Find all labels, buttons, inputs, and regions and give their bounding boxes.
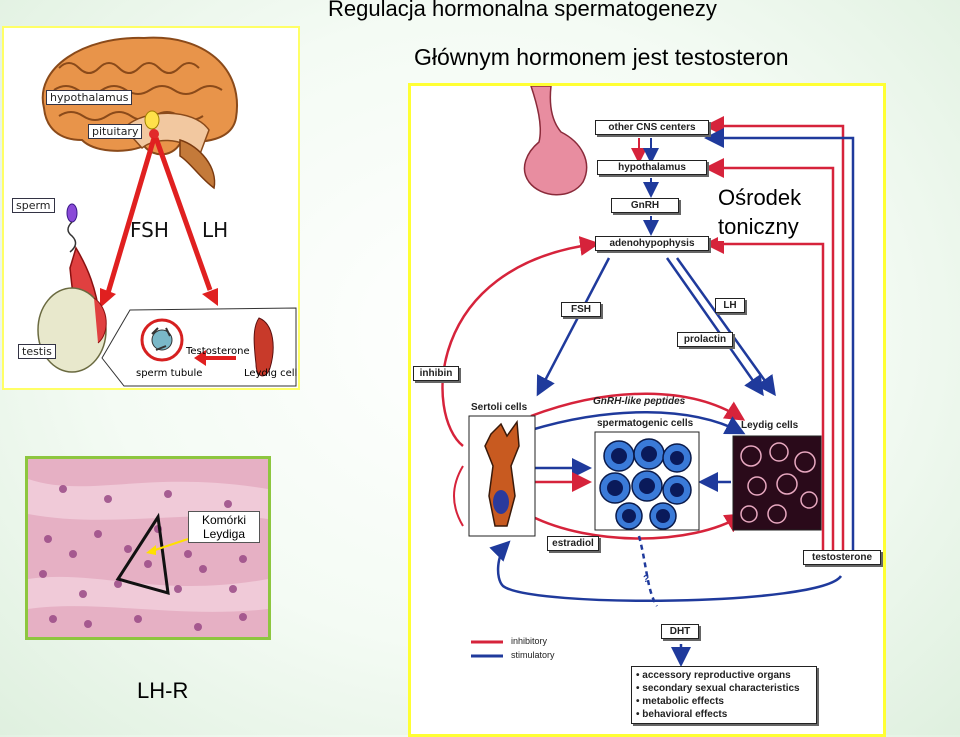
flowchart-arrows bbox=[441, 86, 855, 667]
legend-inhibitory-label: inhibitory bbox=[511, 636, 548, 646]
brain-illustration bbox=[41, 36, 239, 190]
tonic-center-label: Ośrodek toniczny bbox=[718, 183, 802, 241]
histology-panel bbox=[25, 456, 271, 640]
lh-r-label: LH-R bbox=[137, 678, 189, 703]
box-estradiol: estradiol bbox=[547, 536, 599, 551]
label-fsh: FSH bbox=[130, 218, 169, 242]
label-sperm: sperm bbox=[12, 198, 55, 213]
label-sertoli-cells: Sertoli cells bbox=[471, 402, 528, 413]
box-testosterone: testosterone bbox=[803, 550, 881, 565]
leydig-callout-line-2: Leydiga bbox=[202, 527, 246, 541]
box-dht: DHT bbox=[661, 624, 699, 639]
box-other-cns-centers: other CNS centers bbox=[595, 120, 709, 135]
slide-subtitle: Głównym hormonem jest testosteron bbox=[414, 44, 789, 70]
leydig-callout: Komórki Leydiga bbox=[188, 511, 260, 543]
brain-testis-panel: hypothalamus pituitary sperm FSH LH test… bbox=[2, 26, 300, 390]
testosterone-arrow bbox=[194, 350, 236, 366]
slide-title: Regulacja hormonalna spermatogenezy bbox=[328, 0, 717, 21]
label-leydig-cells: Leydig cells bbox=[741, 420, 799, 431]
tonic-center-line-2: toniczny bbox=[718, 214, 799, 239]
box-fsh: FSH bbox=[561, 302, 601, 317]
label-sperm-tubule: sperm tubule bbox=[136, 368, 203, 379]
box-prolactin: prolactin bbox=[677, 332, 733, 347]
leydig-cells-illustration bbox=[740, 442, 818, 524]
label-lh: LH bbox=[202, 218, 229, 242]
label-gnrh-like-peptides: GnRH-like peptides bbox=[593, 396, 686, 407]
leydig-triangle bbox=[115, 512, 170, 596]
effect-item: • secondary sexual characteristics bbox=[636, 683, 800, 694]
box-adenohypophysis: adenohypophysis bbox=[595, 236, 709, 251]
label-testosterone: Testosterone bbox=[186, 346, 250, 357]
tonic-center-line-1: Ośrodek bbox=[718, 185, 802, 210]
label-hypothalamus: hypothalamus bbox=[46, 90, 133, 105]
label-question-mark: ? bbox=[643, 574, 650, 585]
legend-stimulatory-label: stimulatory bbox=[511, 650, 555, 660]
pituitary-illustration bbox=[523, 86, 588, 196]
histology-image bbox=[28, 459, 268, 637]
leydig-cell-illustration bbox=[253, 317, 274, 377]
box-gnrh: GnRH bbox=[611, 198, 679, 213]
box-inhibin: inhibin bbox=[413, 366, 459, 381]
label-testis: testis bbox=[18, 344, 56, 359]
effects-box: • accessory reproductive organs • second… bbox=[631, 666, 817, 724]
leydig-callout-line-1: Komórki bbox=[201, 513, 246, 527]
label-leydig-cell: Leydig cell bbox=[244, 368, 298, 379]
regulation-flowchart: other CNS centers hypothalamus GnRH aden… bbox=[408, 83, 886, 737]
box-hypothalamus: hypothalamus bbox=[597, 160, 707, 175]
box-lh: LH bbox=[715, 298, 745, 313]
hormone-arrows bbox=[100, 137, 218, 308]
effect-item: • accessory reproductive organs bbox=[636, 670, 791, 681]
label-spermatogenic-cells: spermatogenic cells bbox=[597, 418, 694, 429]
label-pituitary: pituitary bbox=[88, 124, 143, 139]
tubule-illustration bbox=[140, 318, 184, 362]
effect-item: • behavioral effects bbox=[636, 709, 728, 720]
effect-item: • metabolic effects bbox=[636, 696, 724, 707]
